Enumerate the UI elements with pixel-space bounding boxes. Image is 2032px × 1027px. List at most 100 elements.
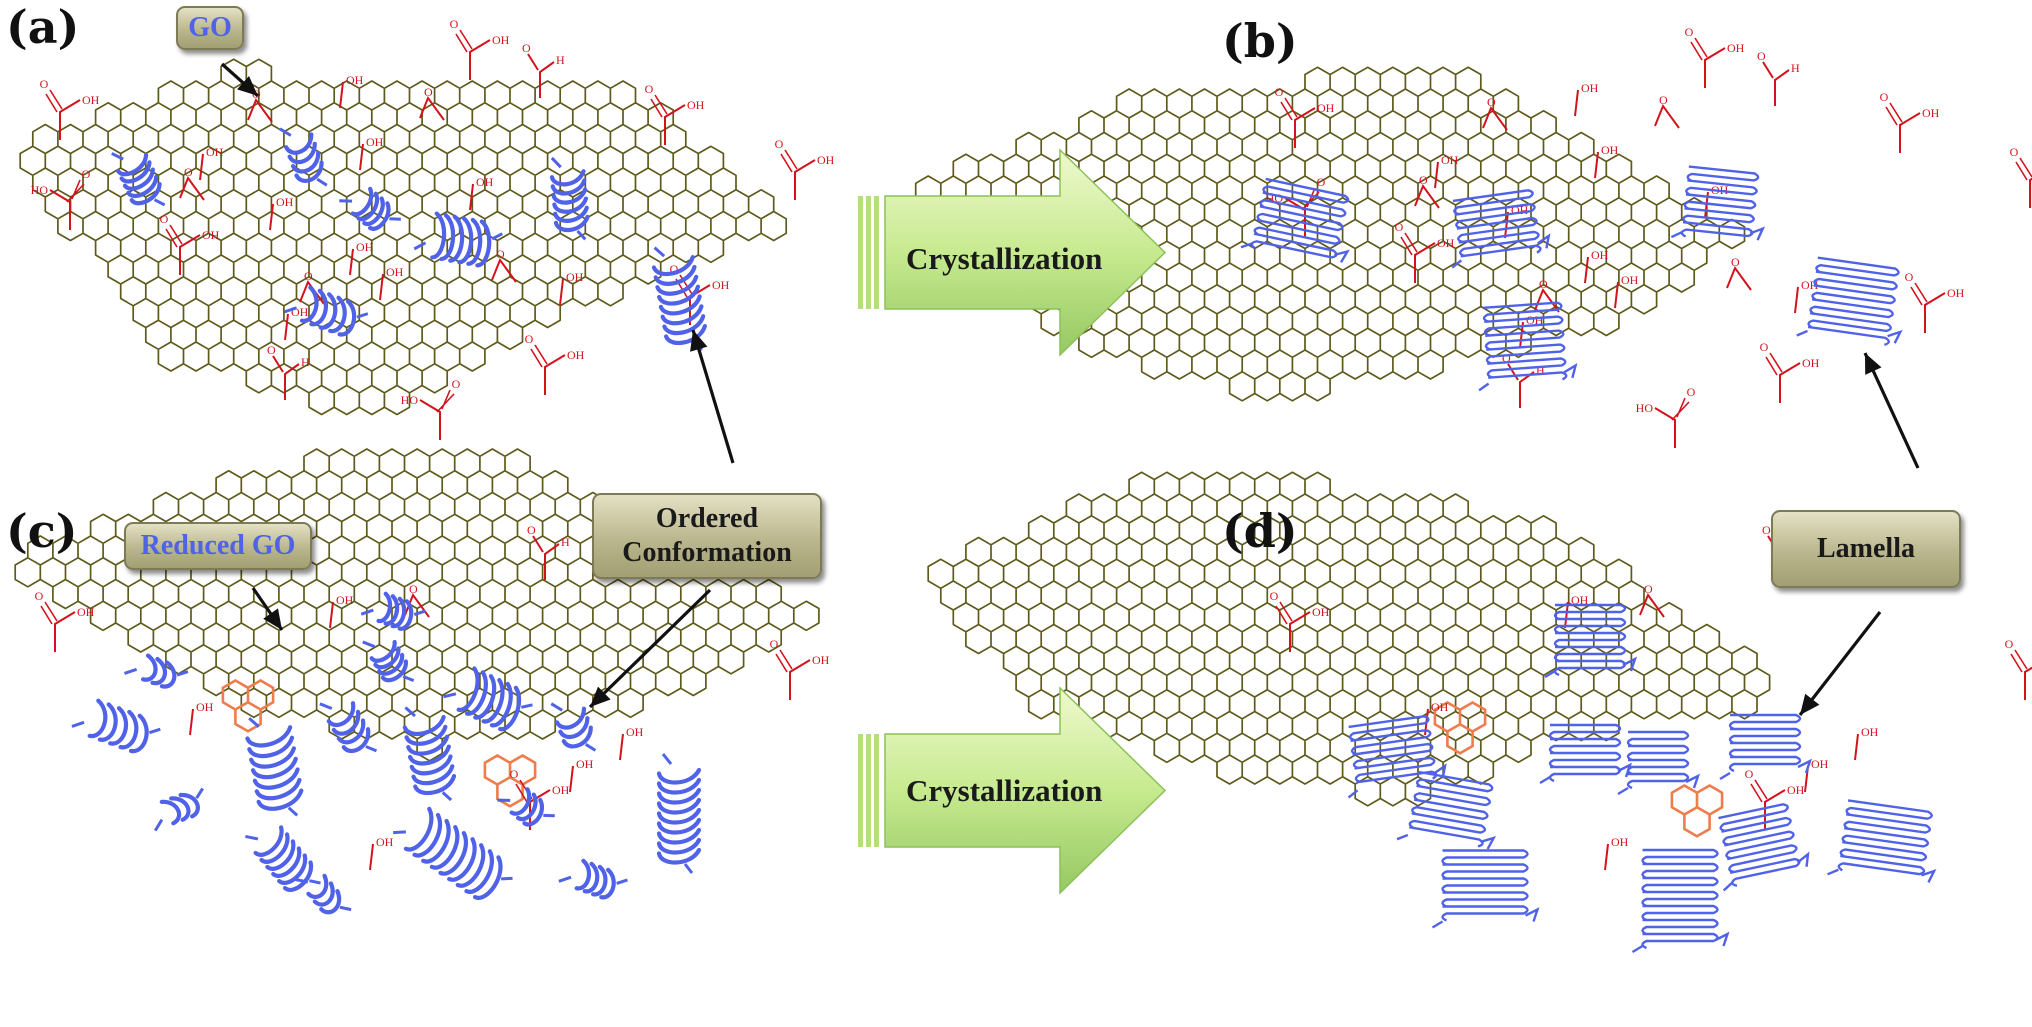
carboxyl-group: OOH <box>1880 90 1940 153</box>
carboxyl-group: OOH <box>35 589 95 652</box>
polymer-helix <box>294 873 352 915</box>
polymer-helix <box>339 186 401 231</box>
polymer-helix <box>111 152 166 207</box>
svg-text:O: O <box>424 85 433 99</box>
svg-text:OH: OH <box>202 228 220 242</box>
hydroxyl-group: OH <box>329 593 354 629</box>
svg-text:O: O <box>527 523 536 537</box>
svg-text:OH: OH <box>1312 605 1330 619</box>
carboxyl-group: OOH <box>770 637 830 700</box>
svg-text:OH: OH <box>1431 700 1449 714</box>
reduced-go-pointer-arrow <box>251 587 284 631</box>
arrow-stripe <box>866 196 871 309</box>
polymer-helix <box>497 787 555 827</box>
polymer-helix <box>443 666 533 732</box>
svg-text:OH: OH <box>1611 835 1629 849</box>
hydroxyl-group: OH <box>349 240 374 276</box>
svg-text:O: O <box>267 343 276 357</box>
svg-text:O: O <box>40 77 49 91</box>
epoxy-group: O <box>1414 173 1440 209</box>
svg-text:O: O <box>1317 175 1326 189</box>
hydroxyl-group: OH <box>1594 143 1619 179</box>
polymer-helix <box>245 825 321 892</box>
polymer-lamella <box>1396 770 1497 850</box>
hydroxyl-group: OH <box>1584 248 1609 284</box>
svg-text:OH: OH <box>626 725 644 739</box>
arrow-stripe <box>874 196 879 309</box>
carboxyl-group: OOH <box>525 332 585 395</box>
graphene-hex-mesh <box>14 448 820 762</box>
svg-text:OH: OH <box>476 175 494 189</box>
epoxy-group: O <box>1726 255 1752 291</box>
svg-text:OH: OH <box>276 195 294 209</box>
svg-text:OH: OH <box>1787 783 1805 797</box>
polymer-lamella <box>1478 301 1578 392</box>
polymer-lamella <box>1431 849 1540 929</box>
svg-text:O: O <box>1760 340 1769 354</box>
carboxyl-group: OOH <box>1760 340 1820 403</box>
svg-text:OH: OH <box>1441 153 1459 167</box>
svg-text:H: H <box>561 535 570 549</box>
hydroxyl-group: OH <box>569 757 594 793</box>
ordered-callout-line1: Ordered <box>655 503 759 535</box>
svg-text:OH: OH <box>1922 106 1940 120</box>
hydroxyl-group: OH <box>199 145 224 181</box>
aldehyde-group: OH <box>267 343 310 400</box>
svg-text:OH: OH <box>1526 313 1544 327</box>
svg-text:OH: OH <box>817 153 835 167</box>
polymer-helix <box>283 285 369 337</box>
carboxyl-group: OHO <box>401 377 461 440</box>
svg-text:OH: OH <box>567 348 585 362</box>
carboxyl-group: OOH <box>2005 637 2032 700</box>
svg-text:O: O <box>1685 25 1694 39</box>
polymer-lamella <box>1539 723 1633 785</box>
svg-text:O: O <box>1275 85 1284 99</box>
carboxyl-group: OOH <box>2010 145 2032 208</box>
svg-text:H: H <box>556 53 565 67</box>
polymer-helix <box>124 653 189 689</box>
carboxyl-group: OHO <box>31 167 91 230</box>
svg-text:OH: OH <box>1811 757 1829 771</box>
svg-text:OH: OH <box>712 278 730 292</box>
crystallization-arrow-bottom <box>858 686 1167 895</box>
polymer-lamella <box>1544 603 1638 679</box>
hydroxyl-group: OH <box>559 270 584 306</box>
reduced-ring-cluster <box>1670 783 1724 838</box>
lamella-pointer-arrow-top <box>1863 352 1920 469</box>
svg-text:O: O <box>304 269 313 283</box>
svg-text:O: O <box>496 247 505 261</box>
ordered-conformation-callout: Ordered Conformation <box>592 493 822 579</box>
carboxyl-group: OOH <box>1745 767 1805 830</box>
polymer-helix <box>360 591 426 631</box>
polymer-lamella <box>1827 799 1937 883</box>
svg-text:OH: OH <box>1727 41 1745 55</box>
svg-text:OH: OH <box>376 835 394 849</box>
svg-text:O: O <box>452 377 461 391</box>
hydroxyl-group: OH <box>269 195 294 231</box>
panel-label-a: (a) <box>6 0 80 54</box>
go-callout: GO <box>176 6 244 50</box>
svg-text:OH: OH <box>552 783 570 797</box>
svg-text:O: O <box>35 589 44 603</box>
carboxyl-group: O OH <box>1685 25 1745 88</box>
svg-text:OH: OH <box>687 98 705 112</box>
hydroxyl-group: OH <box>619 725 644 761</box>
svg-text:OH: OH <box>366 135 384 149</box>
ordered-pointer-arrow-bottom <box>588 588 712 709</box>
svg-text:OH: OH <box>1591 248 1609 262</box>
hydroxyl-group: OH <box>339 73 364 109</box>
svg-text:O: O <box>1395 220 1404 234</box>
svg-text:O: O <box>2005 637 2014 651</box>
svg-text:O: O <box>1687 385 1696 399</box>
polymer-helix <box>362 639 415 683</box>
polymer-helix <box>245 717 304 817</box>
svg-text:OH: OH <box>812 653 830 667</box>
svg-text:OH: OH <box>1947 286 1965 300</box>
svg-text:OH: OH <box>1437 236 1455 250</box>
svg-text:O: O <box>1905 270 1914 284</box>
epoxy-group: O <box>419 85 445 121</box>
arrow-stripe <box>858 734 863 847</box>
reduced-ring-cluster <box>483 753 537 808</box>
polymer-helix <box>413 211 503 268</box>
reduced-graphene-sheet-c <box>14 448 820 762</box>
